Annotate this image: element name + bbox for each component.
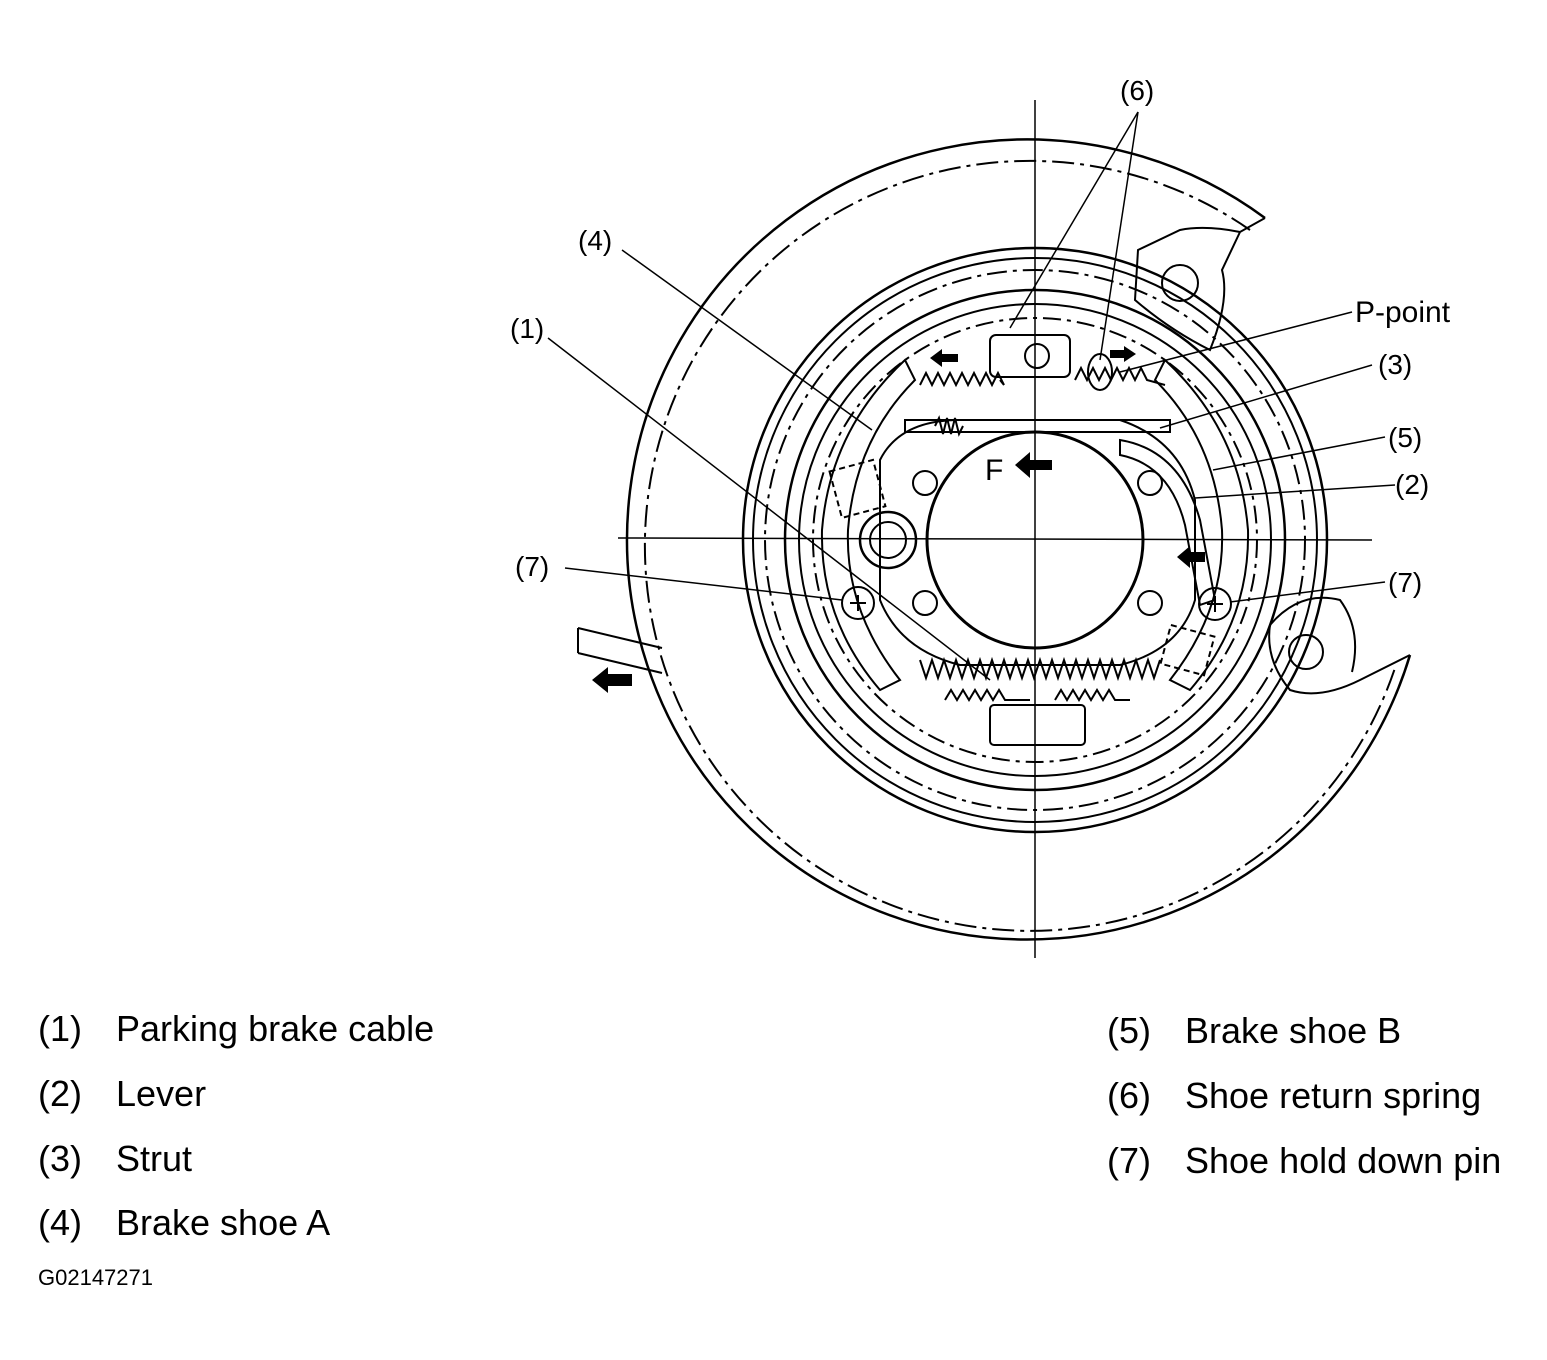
callout-3: (3) bbox=[1378, 349, 1412, 380]
legend-number: (2) bbox=[38, 1073, 82, 1114]
legend-number: (4) bbox=[38, 1202, 82, 1243]
backing-plate-outer bbox=[625, 138, 1412, 941]
hub-bolt-hole-4 bbox=[1137, 590, 1163, 616]
legend-number: (6) bbox=[1107, 1075, 1151, 1116]
callout-1: (1) bbox=[510, 313, 544, 344]
spring-hook-right bbox=[1087, 353, 1113, 391]
upper-mounting-hole bbox=[1161, 264, 1199, 302]
legend-label: Shoe hold down pin bbox=[1185, 1140, 1502, 1181]
hold-down-pin-left bbox=[841, 586, 875, 620]
legend-label: Brake shoe A bbox=[116, 1202, 331, 1243]
brake-shoe-a bbox=[820, 358, 917, 692]
horizontal-centerline bbox=[617, 537, 1373, 541]
callout-7-left: (7) bbox=[515, 551, 549, 582]
strut-spring bbox=[934, 415, 964, 437]
legend-label: Lever bbox=[116, 1073, 207, 1114]
legend-label: Shoe return spring bbox=[1185, 1075, 1482, 1116]
forward-arrow-icon bbox=[1015, 452, 1052, 478]
hub-bolt-hole-1 bbox=[912, 470, 938, 496]
legend-number: (3) bbox=[38, 1138, 82, 1179]
lower-return-spring bbox=[944, 688, 1130, 702]
callout-ppoint: P-point bbox=[1355, 296, 1451, 329]
shoe-return-spring-left bbox=[919, 370, 1005, 388]
hub-bolt-hole-3 bbox=[912, 590, 938, 616]
legend-number: (5) bbox=[1107, 1010, 1151, 1051]
legend-label: Parking brake cable bbox=[116, 1008, 435, 1049]
callout-2: (2) bbox=[1395, 469, 1429, 500]
legend-label: Brake shoe B bbox=[1185, 1010, 1402, 1051]
leader-ppoint bbox=[1119, 311, 1353, 373]
lower-anchor-block bbox=[989, 704, 1086, 746]
wheel-cylinder-top bbox=[989, 334, 1071, 378]
hub-bolt-hole-2 bbox=[1137, 470, 1163, 496]
leader-4 bbox=[621, 249, 873, 431]
parking-brake-cable bbox=[577, 627, 663, 674]
leader-3 bbox=[1159, 364, 1373, 429]
forward-marker-label: F bbox=[985, 454, 1003, 487]
brake-shoe-b bbox=[1153, 358, 1250, 692]
legend-number: (1) bbox=[38, 1008, 82, 1049]
figure-id: G02147271 bbox=[38, 1265, 153, 1290]
legend-number: (7) bbox=[1107, 1140, 1151, 1181]
hold-down-area-right bbox=[1159, 623, 1216, 677]
callout-4: (4) bbox=[578, 225, 612, 256]
callout-7-right: (7) bbox=[1388, 567, 1422, 598]
upper-mounting-ear bbox=[1133, 217, 1266, 352]
hold-down-pin-right bbox=[1198, 587, 1232, 621]
anchor-pin-outer bbox=[858, 510, 918, 570]
leader-7-right bbox=[1229, 581, 1386, 603]
legend-label: Strut bbox=[116, 1138, 193, 1179]
hold-down-area-left bbox=[828, 458, 887, 520]
hold-down-pin-left-cross bbox=[850, 595, 866, 611]
anchor-pin-inner bbox=[869, 521, 907, 559]
leader-2 bbox=[1194, 484, 1396, 499]
leader-6b bbox=[1099, 111, 1139, 361]
leader-6a bbox=[1009, 111, 1139, 329]
backing-plate-inner-rim bbox=[643, 159, 1396, 932]
shoe-arrow-icon-right bbox=[1177, 546, 1205, 568]
leader-1 bbox=[547, 337, 991, 681]
adjuster-serrations bbox=[919, 656, 1161, 682]
hold-down-pin-right-cross bbox=[1207, 596, 1223, 612]
leader-7-left bbox=[564, 567, 843, 601]
parking-lever bbox=[1119, 438, 1217, 607]
strut bbox=[904, 419, 1171, 433]
callout-6: (6) bbox=[1120, 75, 1154, 106]
wheel-cylinder-bleeder bbox=[1024, 343, 1050, 369]
shoe-arrow-icon-top-left bbox=[930, 349, 958, 367]
cable-pull-arrow-icon bbox=[592, 667, 632, 693]
callout-5: (5) bbox=[1388, 422, 1422, 453]
leader-5 bbox=[1212, 436, 1386, 471]
shoe-arrow-icon-top-right bbox=[1110, 346, 1136, 362]
lower-mounting-hole bbox=[1288, 634, 1324, 670]
